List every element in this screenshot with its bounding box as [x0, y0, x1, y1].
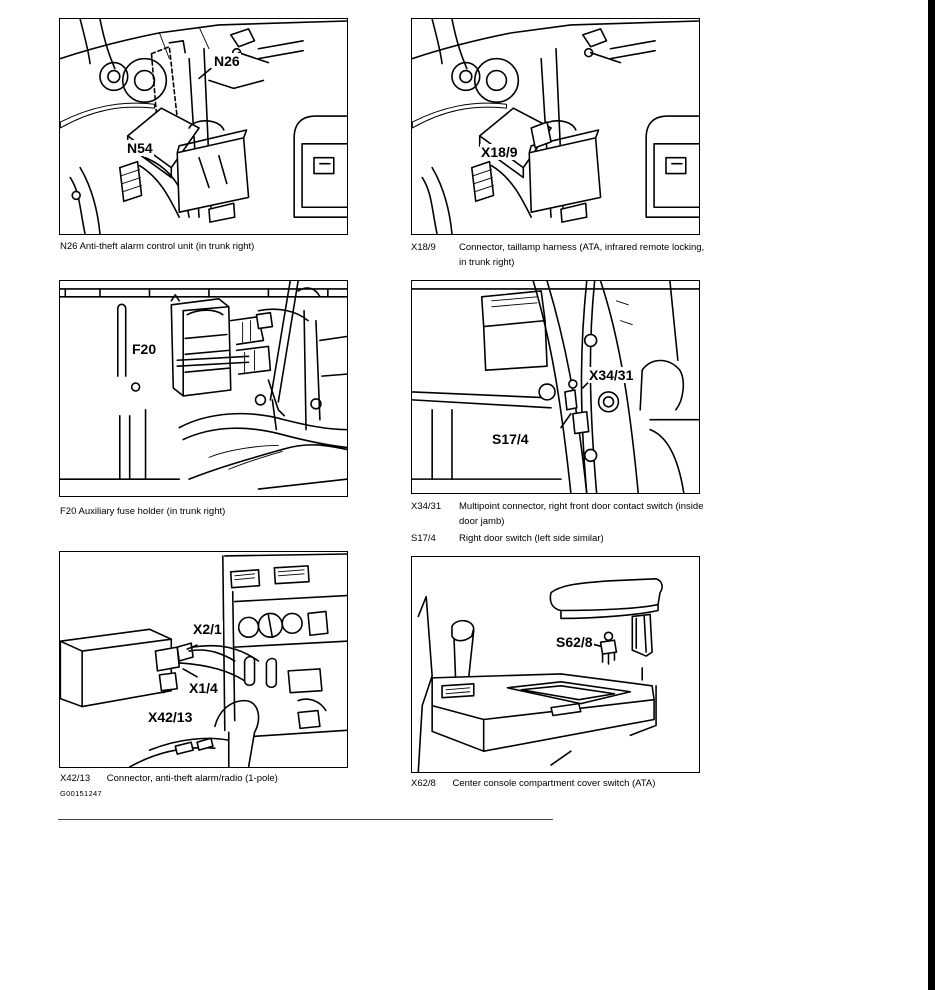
figure-auxiliary-fuse-holder: F20 — [59, 280, 348, 497]
caption-code: X42/13 — [60, 773, 91, 784]
caption-figure-2: X18/9 Connector, taillamp harness (ATA, … — [411, 240, 711, 270]
caption-code: F20 — [60, 506, 77, 517]
caption-code: X34/31 — [411, 501, 442, 512]
caption-figure-3: F20 Auxiliary fuse holder (in trunk righ… — [60, 505, 225, 519]
label-f20: F20 — [131, 341, 158, 357]
caption-code: X18/9 — [411, 242, 436, 253]
caption-text: Anti-theft alarm control unit (in trunk … — [79, 241, 255, 252]
label-s62-8: S62/8 — [555, 634, 594, 650]
trunk-right-connector-illustration — [412, 19, 699, 234]
page-edge-bar — [928, 0, 935, 990]
door-jamb-illustration — [412, 281, 699, 493]
caption-code: X62/8 — [411, 778, 436, 789]
label-x2-1: X2/1 — [192, 621, 223, 637]
label-s17-4: S17/4 — [491, 431, 530, 447]
label-x1-4: X1/4 — [188, 680, 219, 696]
caption-text: Connector, anti-theft alarm/radio (1-pol… — [106, 773, 278, 784]
figure-reference-number: G00151247 — [60, 789, 102, 798]
caption-code: S17/4 — [411, 533, 436, 544]
fuse-holder-illustration — [60, 281, 347, 490]
caption-figure-6: X62/8 Center console compartment cover s… — [411, 777, 655, 791]
caption-figure-5: X42/13 Connector, anti-theft alarm/radio… — [60, 772, 278, 786]
trunk-right-illustration — [60, 19, 347, 234]
label-n54: N54 — [126, 140, 154, 156]
figure-anti-theft-control-unit: N26 N54 — [59, 18, 348, 235]
figure-console-cover-switch: S62/8 — [411, 556, 700, 773]
label-x34-31: X34/31 — [588, 367, 635, 383]
caption-text: Auxiliary fuse holder (in trunk right) — [78, 506, 226, 517]
center-console-illustration — [417, 578, 663, 772]
page-divider — [58, 819, 553, 820]
dashboard-radio-illustration — [60, 553, 347, 767]
caption-text: Multipoint connector, right front door c… — [459, 501, 704, 527]
figure-taillamp-connector: X18/9 — [411, 18, 700, 235]
figure-door-contact-switch: X34/31 S17/4 — [411, 280, 700, 494]
caption-figure-4: X34/31 Multipoint connector, right front… — [411, 499, 711, 529]
label-x18-9: X18/9 — [480, 144, 519, 160]
label-n26: N26 — [213, 53, 241, 69]
caption-figure-4-second: S17/4 Right door switch (left side simil… — [411, 531, 711, 546]
figure-radio-connector: X2/1 X1/4 X42/13 — [59, 551, 348, 768]
caption-text: Center console compartment cover switch … — [452, 778, 656, 789]
label-x42-13: X42/13 — [147, 709, 194, 725]
caption-code: N26 — [60, 241, 78, 252]
caption-text: Connector, taillamp harness (ATA, infrar… — [459, 242, 705, 268]
caption-figure-1: N26 Anti-theft alarm control unit (in tr… — [60, 240, 254, 254]
caption-text: Right door switch (left side similar) — [459, 533, 604, 544]
